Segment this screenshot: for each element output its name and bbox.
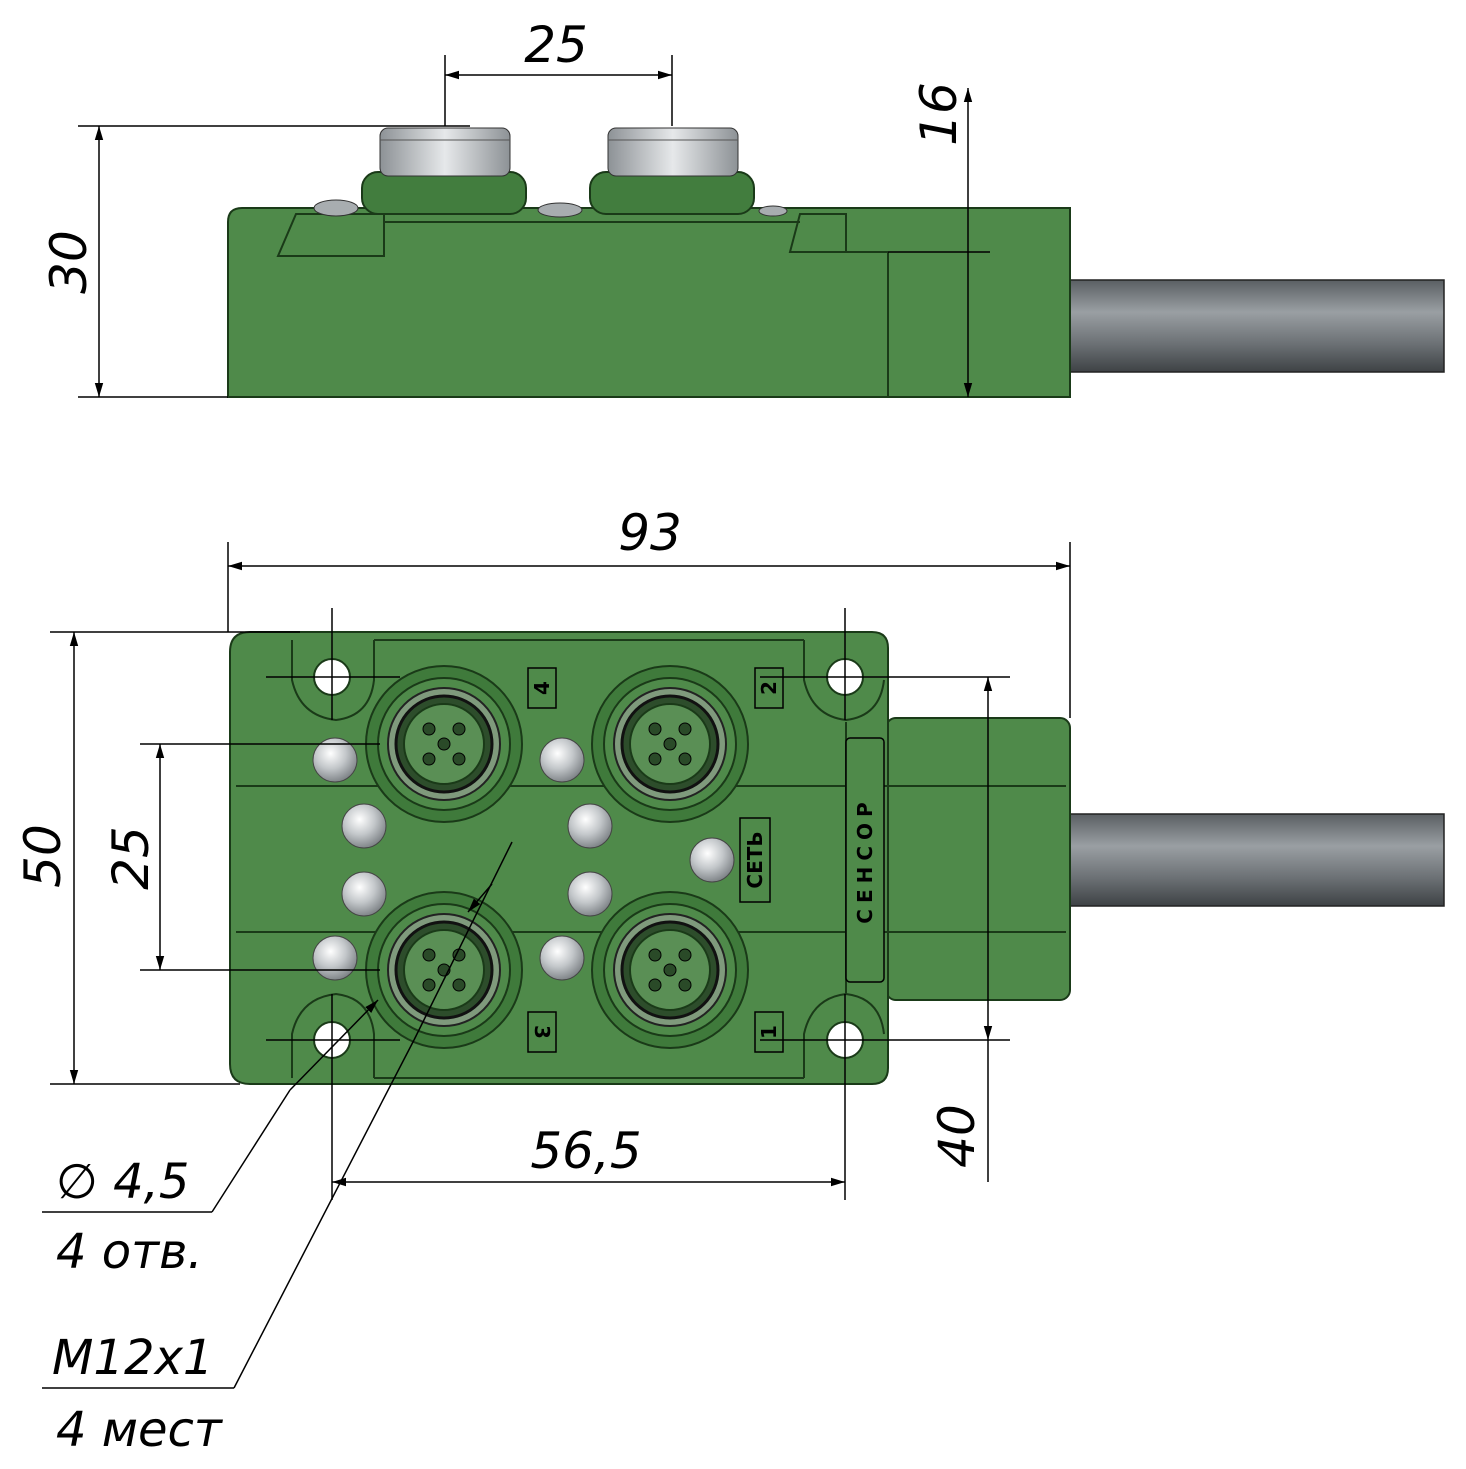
side-connector-right [589,127,755,215]
dim-top-height: 30 [40,230,98,294]
svg-text:1: 1 [757,1025,781,1039]
dim-total-length: 93 [618,504,682,562]
m12-connector-1 [591,891,749,1049]
side-view: 25 30 16 [40,16,1445,398]
dim-total-width: 50 [14,824,72,888]
network-marking: СЕТЬ [739,817,771,903]
svg-text:СЕНСОР: СЕНСОР [853,796,877,923]
port-tag-4: 4 [527,667,557,709]
m12-connector-4 [365,665,523,823]
side-housing [227,207,1071,398]
m12-connector-3 [365,891,523,1049]
label-thread: M12x1 [52,1330,213,1386]
dim-port-pitch: 25 [102,826,160,890]
m12-connector-2 [591,665,749,823]
top-housing [229,631,889,1085]
dim-top-pitch: 25 [524,16,588,74]
svg-text:СЕТЬ: СЕТЬ [743,831,767,888]
port-tag-2: 2 [754,667,784,709]
svg-text:4: 4 [530,681,554,695]
top-cable [1069,813,1445,907]
port-tag-3: 3 [527,1011,557,1053]
dim-hole-spacing-x: 56,5 [530,1122,641,1180]
side-connector-left [361,127,527,215]
svg-text:3: 3 [530,1025,554,1039]
svg-text:2: 2 [757,681,781,695]
label-port-count: 4 мест [56,1402,224,1458]
label-hole-diameter: ∅ 4,5 [56,1154,189,1210]
top-view: 4 2 3 1 СЕТЬ СЕНСОР 93 5 [14,504,1445,1458]
label-hole-count: 4 отв. [56,1224,203,1280]
dim-cable-height: 16 [910,82,968,146]
port-tag-1: 1 [754,1011,784,1053]
dim-hole-spacing-y: 40 [928,1104,986,1168]
led-indicators [312,737,735,981]
brand-marking: СЕНСОР [845,737,885,983]
side-cable [1069,279,1445,373]
